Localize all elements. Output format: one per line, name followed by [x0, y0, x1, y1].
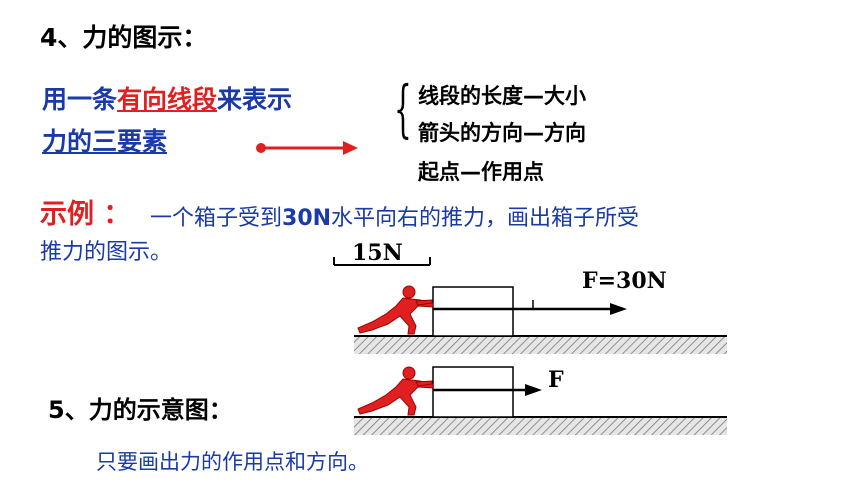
definition-line-2: 力的三要素: [42, 127, 168, 156]
schematic-force-label: F: [548, 367, 564, 393]
definition-post: 来表示: [217, 85, 293, 114]
example-label: 示例 ：: [40, 199, 131, 230]
element-length: 线段的长度—大小: [418, 84, 586, 108]
ground-upper: [354, 335, 727, 354]
force-arrow-lower: [433, 384, 542, 396]
definition-arrow-icon: [256, 141, 358, 155]
ground-lower: [354, 416, 727, 435]
box-upper: [432, 286, 514, 337]
example-text-line-2: 推力的图示。: [40, 240, 173, 265]
pushing-person-icon: [357, 366, 434, 416]
brace-icon: {: [394, 72, 412, 145]
scale-bar: [333, 257, 431, 266]
section-5-title: 5、力的示意图：: [48, 396, 233, 424]
example-text-post: 水平向右的推力，画出箱子所受: [331, 206, 640, 231]
element-origin: 起点—作用点: [418, 160, 544, 184]
definition-pre: 用一条: [42, 85, 118, 114]
scale-label: 15N: [352, 240, 403, 266]
pushing-person-icon: [357, 285, 434, 335]
section-5-note: 只要画出力的作用点和方向。: [96, 450, 369, 474]
force-label: F=30N: [582, 268, 667, 294]
definition-line-1: 用一条有向线段来表示: [42, 80, 292, 116]
example-value: 30N: [282, 206, 332, 231]
force-arrow-upper: [433, 300, 627, 315]
example-text: 一个箱子受到30N水平向右的推力，画出箱子所受: [150, 200, 639, 232]
definition-highlight: 有向线段: [117, 85, 218, 114]
box-lower: [432, 366, 514, 418]
example-text-pre: 一个箱子受到: [150, 206, 283, 231]
section-4-title: 4、力的图示：: [40, 23, 208, 52]
element-direction: 箭头的方向—方向: [418, 121, 586, 145]
